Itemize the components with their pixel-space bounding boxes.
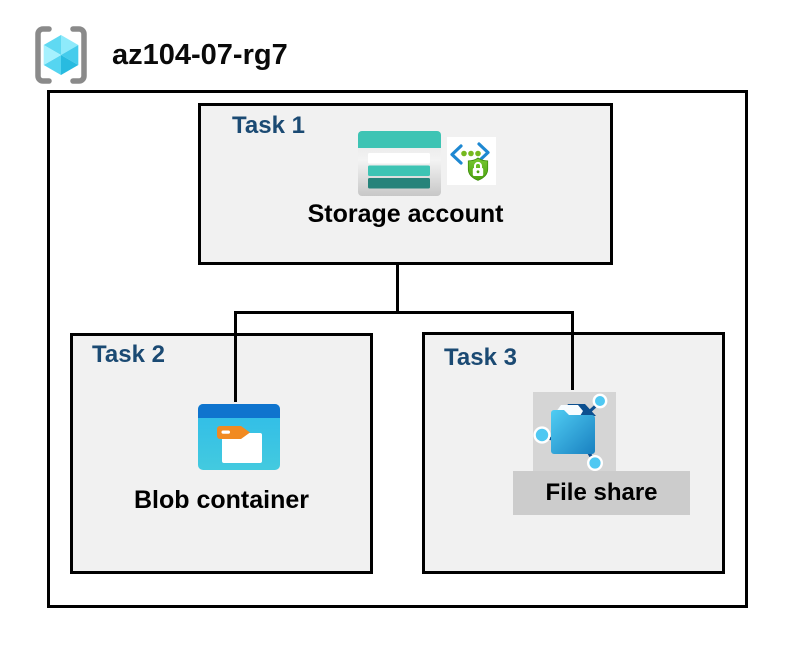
connector-storage-trunk bbox=[396, 264, 399, 314]
file-share-label-plate: File share bbox=[513, 471, 690, 515]
task2-box: Task 2 Blob container bbox=[70, 333, 373, 574]
resource-group-header: az104-07-rg7 bbox=[30, 24, 288, 86]
resource-group-title: az104-07-rg7 bbox=[112, 38, 288, 71]
file-share-label: File share bbox=[545, 479, 658, 506]
storage-account-label: Storage account bbox=[307, 200, 504, 228]
task1-label: Task 1 bbox=[232, 112, 305, 139]
blob-container-label: Blob container bbox=[133, 486, 309, 514]
connector-to-blob-container bbox=[234, 311, 237, 402]
file-share-icon-plate bbox=[533, 392, 616, 471]
sas-shield-lock-icon bbox=[447, 137, 496, 185]
task1-box: Task 1 bbox=[198, 103, 613, 265]
connector-branch-bar bbox=[234, 311, 574, 314]
blob-container-icon bbox=[198, 404, 280, 470]
connector-to-file-share bbox=[571, 311, 574, 390]
file-share-icon bbox=[533, 393, 608, 471]
storage-account-icon bbox=[358, 131, 441, 196]
resource-group-icon bbox=[35, 26, 87, 84]
task3-label: Task 3 bbox=[444, 344, 517, 371]
task2-label: Task 2 bbox=[92, 341, 165, 368]
